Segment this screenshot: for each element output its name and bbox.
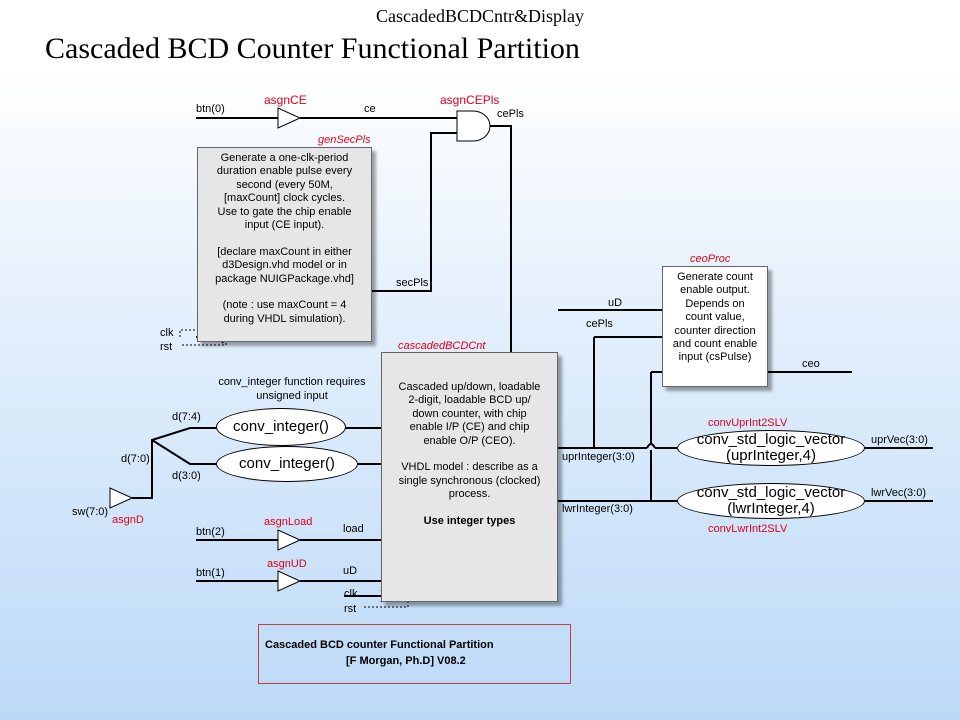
d70-label: d(7:0) (121, 453, 150, 465)
lwr-oval-line2: (lwrInteger,4) (727, 500, 815, 517)
asgnload-buffer (277, 529, 302, 551)
description-line: enable I/P (CE) and chip (409, 421, 530, 434)
asgnload-label: asgnLoad (264, 516, 313, 528)
description-line: Depends on (685, 297, 745, 310)
convuprint2slv-label: convUprInt2SLV (708, 417, 788, 429)
asgnd-buffer (109, 487, 134, 509)
main-ud-label: uD (343, 565, 358, 577)
description-line: VHDL model : describe as a (401, 461, 538, 474)
description-line: [declare maxCount in either (217, 245, 352, 258)
gensecpls-label: genSecPls (318, 134, 371, 146)
description-line: Cascaded up/down, loadable (398, 381, 541, 393)
d74-label: d(7:4) (172, 411, 201, 423)
asgnce-buffer (277, 107, 302, 129)
load-label: load (343, 523, 364, 535)
description-line: input (csPulse) (678, 351, 752, 364)
main-rst-label: rst (344, 603, 357, 615)
asgncepls-label: asgnCEPls (440, 93, 500, 107)
description-line: process. (448, 488, 491, 501)
cepls-label: cePls (497, 108, 524, 120)
asgnud-label: asgnUD (267, 558, 307, 570)
description-line: during VHDL simulation). (223, 312, 346, 325)
ceoproc-label: ceoProc (690, 253, 731, 265)
credit-box: Cascaded BCD counter Functional Partitio… (258, 624, 571, 684)
asgnud-buffer (277, 570, 302, 592)
ceo-ud-label: uD (608, 297, 623, 309)
description-line (198, 232, 371, 245)
slide-header: CascadedBCDCntr&Display (376, 6, 584, 26)
conv-std-logic-vector-upper: conv_std_logic_vector (uprInteger,4) (677, 430, 865, 466)
description-line: second (every 50M, (236, 178, 333, 191)
description-line: enable O/P (CEO). (423, 434, 516, 447)
description-line: duration enable pulse every (216, 165, 353, 178)
gen-clk-label: clk (160, 327, 174, 339)
conv-integer-lower: conv_integer() (216, 446, 358, 482)
btn0-label: btn(0) (196, 103, 225, 115)
uprinteger-label: uprInteger(3:0) (562, 451, 635, 463)
description-line (382, 448, 557, 461)
description-line: (note : use maxCount = 4 (222, 299, 347, 312)
upr-oval-line2: (uprInteger,4) (725, 447, 817, 464)
description-line: 2-digit, loadable BCD up/ (408, 394, 531, 407)
ceo-output-label: ceo (802, 358, 820, 370)
and-gate (456, 110, 491, 142)
convlwrint2slv-label: convLwrInt2SLV (708, 523, 788, 535)
description-line: count value, (685, 311, 745, 324)
credit-line2: [F Morgan, Ph.D] V08.2 (346, 655, 466, 667)
uprvec-label: uprVec(3:0) (871, 434, 928, 446)
description-line: input (CE input). (244, 219, 325, 232)
btn1-label: btn(1) (196, 567, 225, 579)
d30-label: d(3:0) (172, 470, 201, 482)
lwr-oval-line1: conv_std_logic_vector (696, 484, 846, 501)
description-line: single synchronous (clocked) (398, 474, 541, 487)
asgnd-label: asgnD (112, 514, 144, 526)
description-line: [maxCount] clock cycles. (223, 192, 346, 205)
main-clk-label: clk (344, 588, 358, 600)
description-line (198, 286, 371, 299)
gen-rst-label: rst (160, 341, 173, 353)
secpls-label: secPls (396, 277, 429, 289)
description-line: d3Design.vhd model or in (222, 259, 347, 272)
ce-label: ce (364, 103, 376, 115)
description-line: package NUIGPackage.vhd] (215, 272, 354, 285)
description-line: enable output. (680, 284, 750, 297)
lwrinteger-label: lwrInteger(3:0) (562, 503, 633, 515)
ceo-cepls-label: cePls (586, 318, 613, 330)
btn2-label: btn(2) (196, 526, 225, 538)
conv-integer-upper: conv_integer() (216, 408, 346, 446)
description-line: down counter, with chip (412, 407, 527, 420)
cascadedbcdcnt-label: cascadedBCDCnt (398, 340, 486, 352)
conv-note-line2: unsigned input (256, 390, 328, 402)
upr-oval-line1: conv_std_logic_vector (696, 431, 846, 448)
lwrvec-label: lwrVec(3:0) (871, 487, 927, 499)
description-line: Use to gate the chip enable (217, 205, 352, 218)
use-integer-types: Use integer types (423, 514, 516, 527)
sw-label: sw(7:0) (72, 506, 109, 518)
description-line: counter direction (674, 324, 756, 337)
conv-std-logic-vector-lower: conv_std_logic_vector (lwrInteger,4) (677, 483, 865, 519)
conv-note-line1: conv_integer function requires (218, 376, 366, 388)
description-line: Generate count (677, 271, 753, 283)
credit-line1: Cascaded BCD counter Functional Partitio… (265, 639, 494, 651)
description-line: and count enable (672, 338, 758, 351)
slide-title: Cascaded BCD Counter Functional Partitio… (45, 32, 580, 65)
asgnce-label: asgnCE (264, 93, 307, 107)
description-line: Generate a one-clk-period (220, 152, 349, 164)
